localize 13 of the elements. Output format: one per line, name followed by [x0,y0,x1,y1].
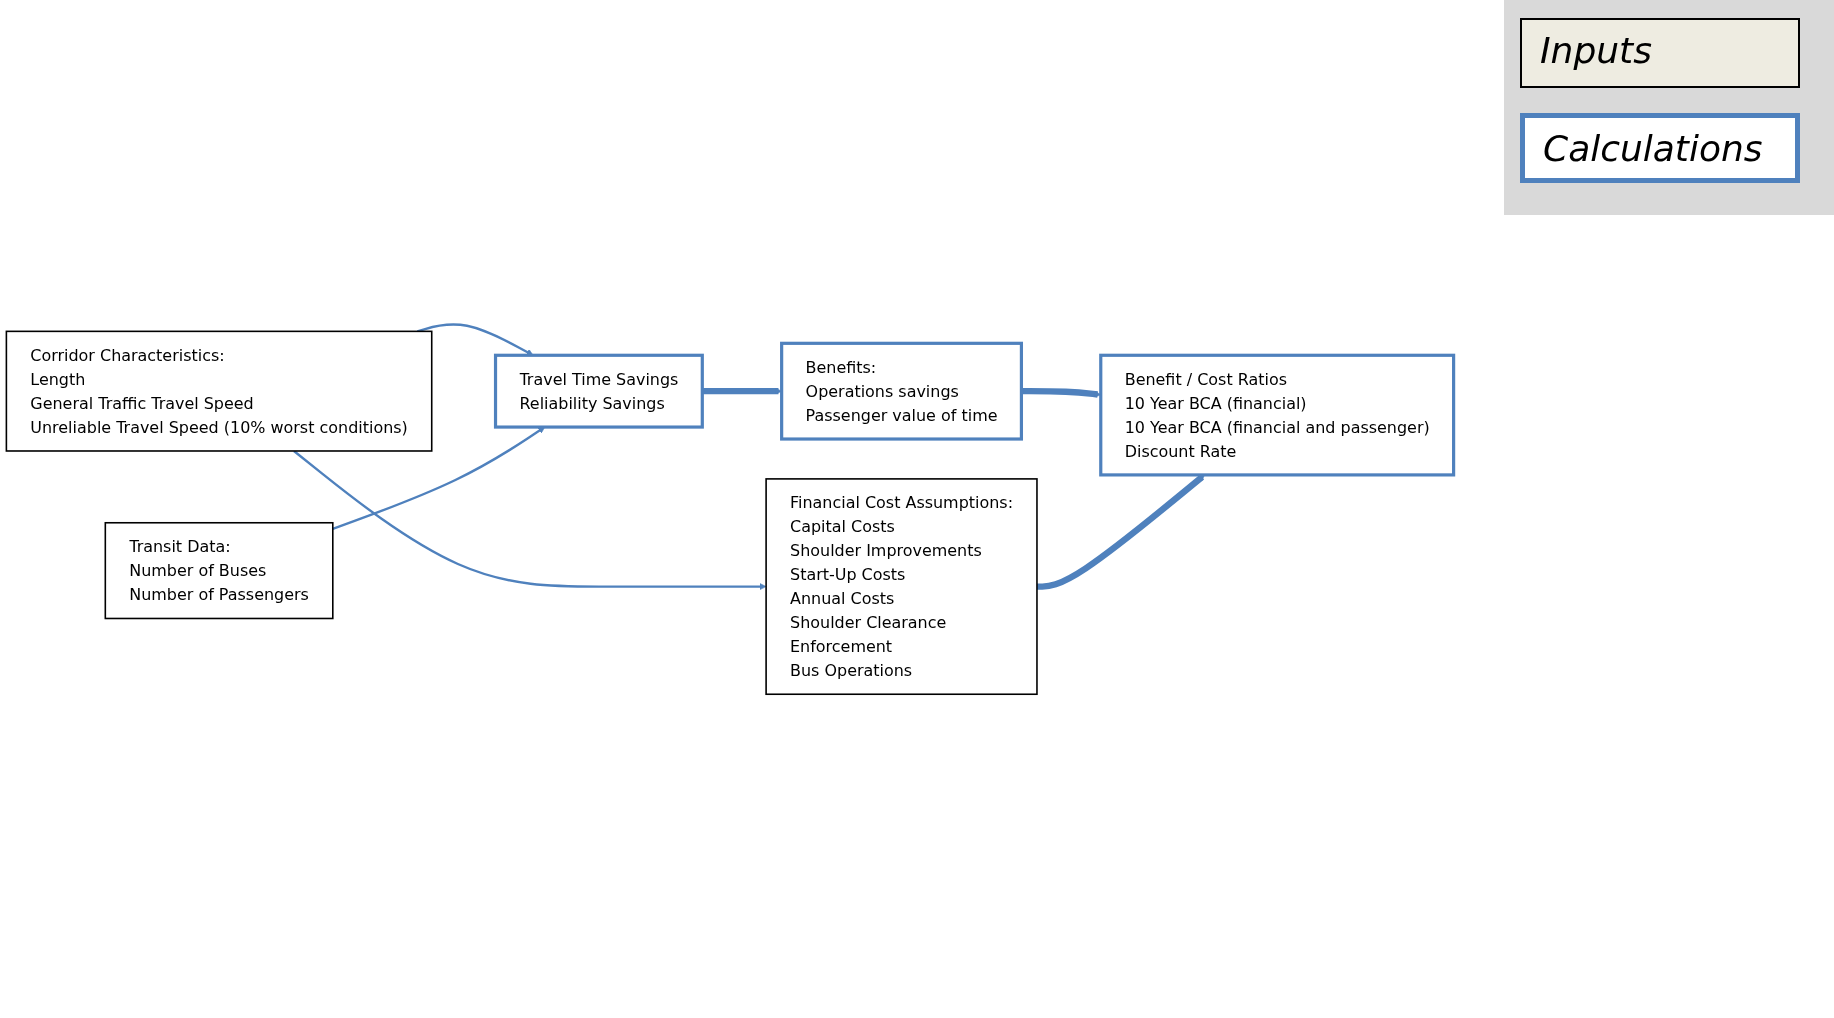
node-box: Travel Time Savings Reliability Savings [493,353,704,429]
arrow [293,449,767,590]
arrow [1036,474,1205,590]
node-box: Benefits: Operations savings Passenger value of time [780,341,1023,441]
arrow [1021,387,1102,398]
legend-item: Calculations [1520,113,1800,183]
node-box: Benefit / Cost Ratios 10 Year BCA (financial) 10 Year BCA (financial and passenger) Discount Rate [1099,353,1456,477]
node-box: Financial Cost Assumptions: Capital Costs Shoulder Improvements Start-Up Costs Annual Costs Shoulder Clearance Enforcement Bus Operations [765,477,1038,695]
node-box: Corridor Characteristics: Length General Traffic Travel Speed Unreliable Travel Speed (10% worst conditions) [5,330,433,452]
arrow [332,426,546,530]
node-box: Transit Data: Number of Buses Number of Passengers [104,521,334,619]
legend-item: Inputs [1520,18,1800,88]
arrow [702,387,782,395]
